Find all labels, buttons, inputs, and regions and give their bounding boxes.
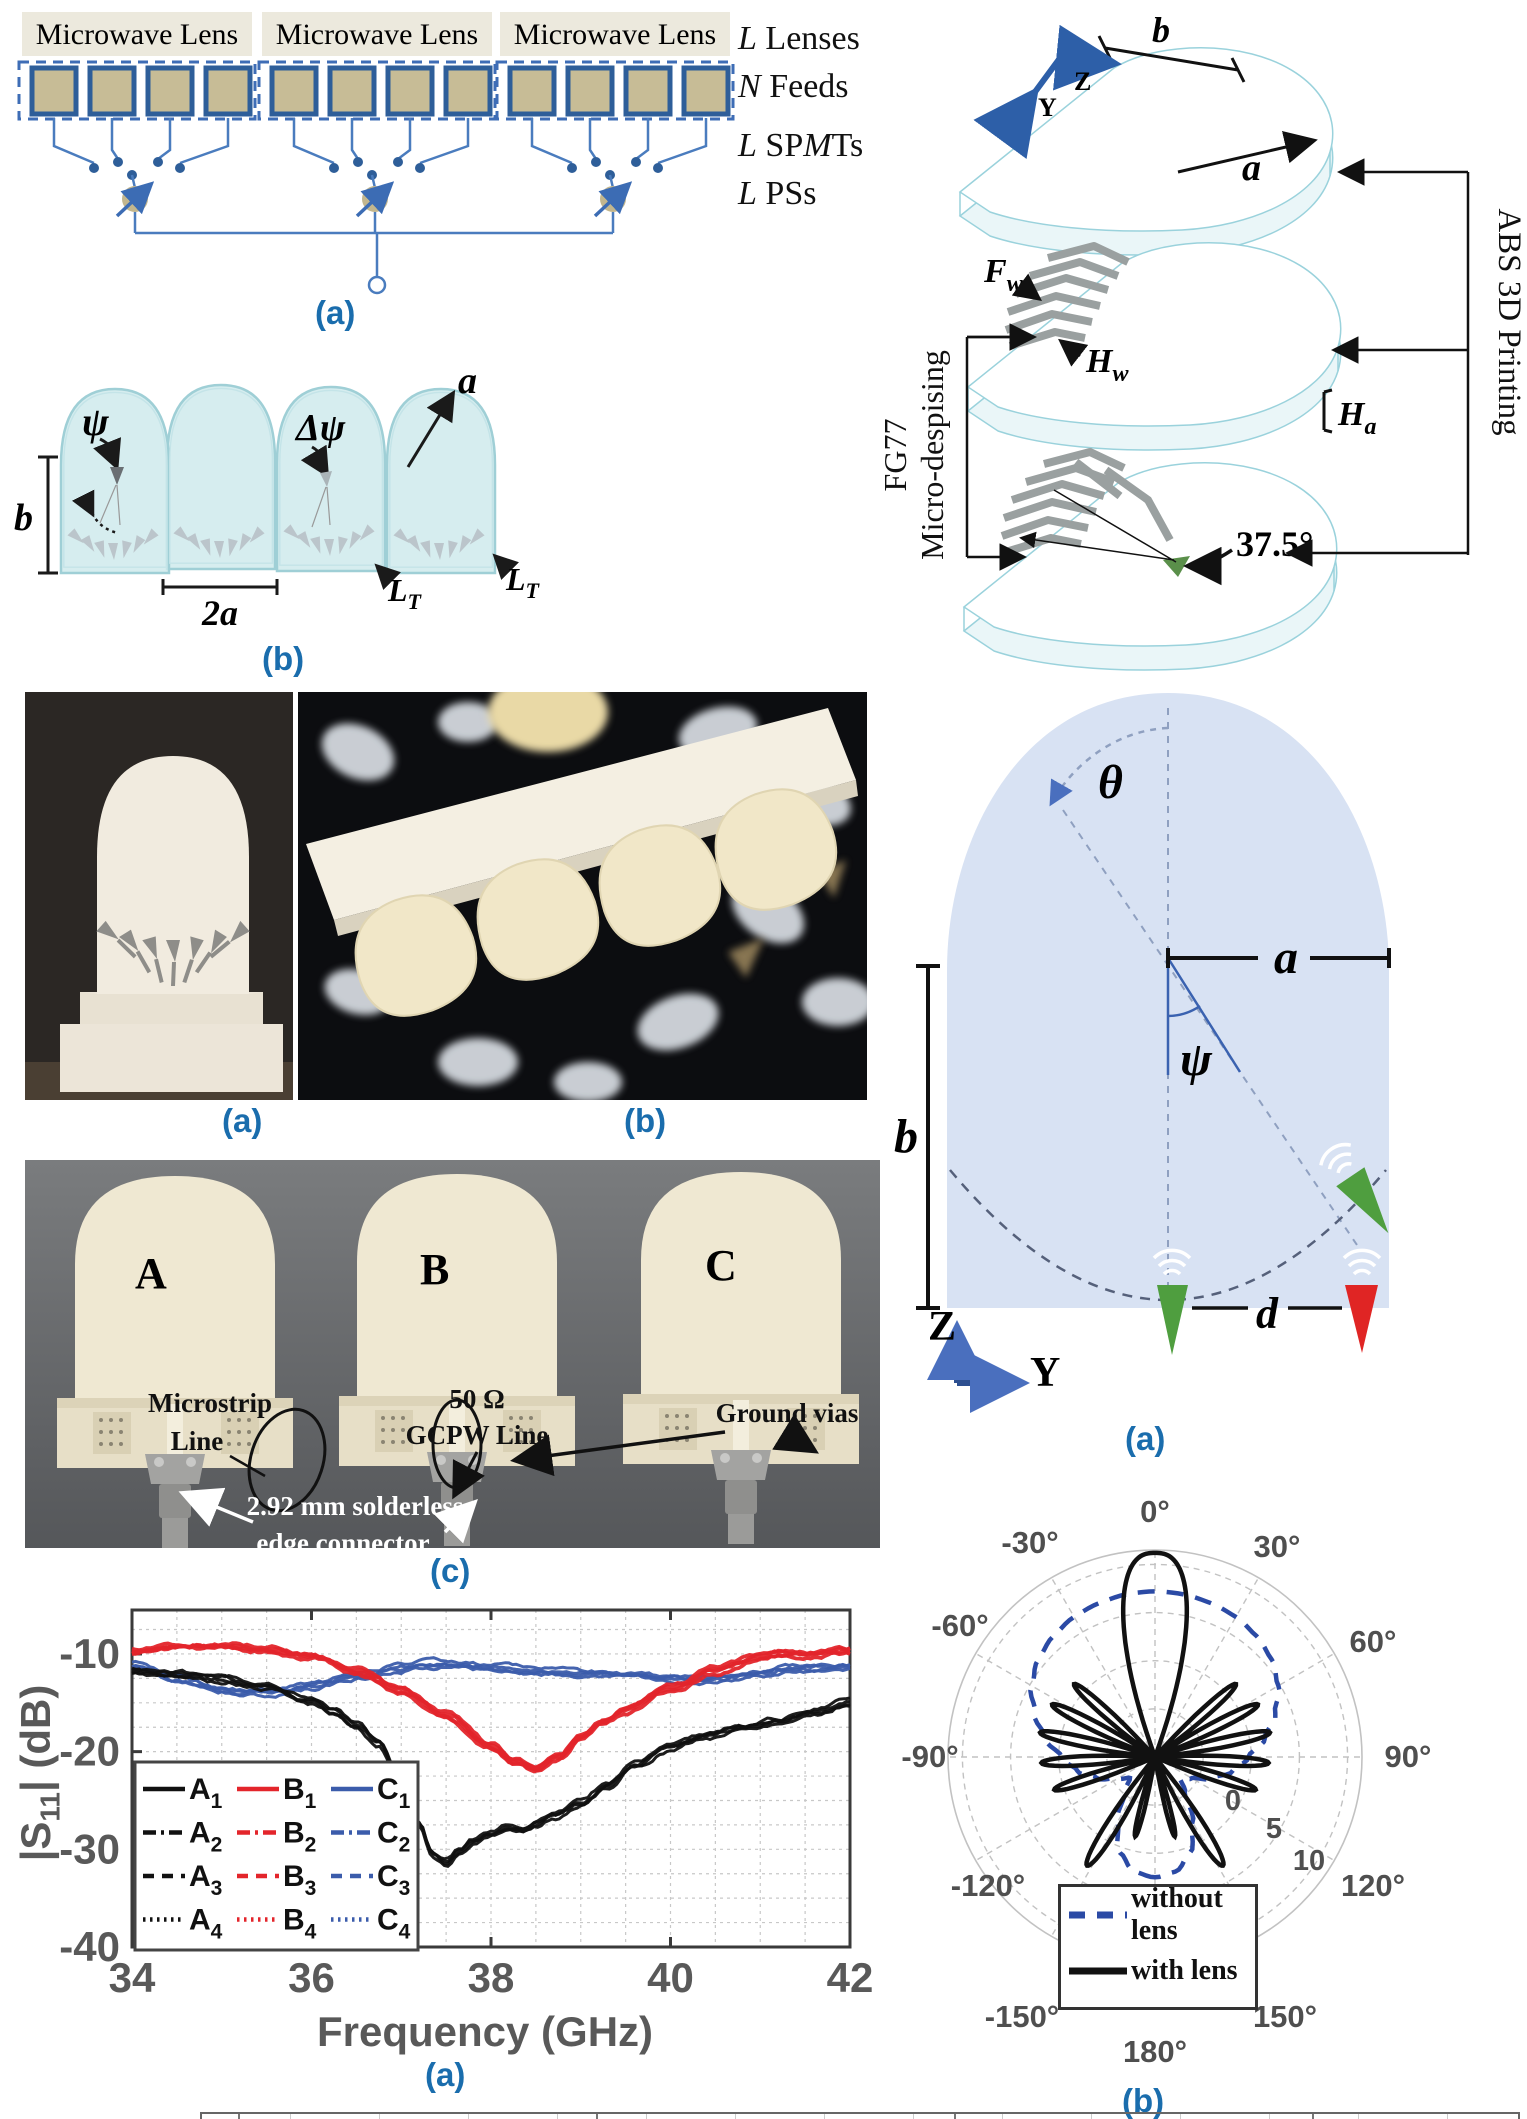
- caption-lens-geometry: (a): [1125, 1420, 1166, 1457]
- count-feeds-label: N Feeds: [738, 68, 849, 105]
- svg-text:30°: 30°: [1254, 1529, 1301, 1564]
- svg-text:-60°: -60°: [931, 1608, 988, 1643]
- disc-middle: [967, 243, 1342, 451]
- svg-text:-40: -40: [59, 1923, 120, 1970]
- svg-text:GCPW Line: GCPW Line: [406, 1420, 549, 1450]
- photo-three-antennas: A B C Microstrip Line 50 Ω GCPW Line Gro…: [25, 1160, 880, 1548]
- count-lenses-label: L Lenses: [738, 20, 860, 57]
- svg-text:60°: 60°: [1350, 1624, 1397, 1659]
- svg-text:Line: Line: [171, 1426, 224, 1456]
- count-pss-label: L PSs: [738, 175, 817, 212]
- svg-text:34: 34: [109, 1954, 156, 2001]
- caption-photo-antennas: (c): [430, 1552, 471, 1589]
- svg-text:-10: -10: [59, 1630, 120, 1677]
- dim-2a-label: 2a: [201, 593, 238, 633]
- caption-lens-array: (b): [262, 640, 305, 677]
- caption-photo-row: (b): [624, 1102, 667, 1139]
- svg-text:-30: -30: [59, 1825, 120, 1872]
- s11-ylabel: |S11| (dB): [12, 1684, 66, 1862]
- gcpw-ellipse: [431, 1398, 483, 1490]
- feed-marker-scanned: [1314, 1137, 1389, 1234]
- photo-lens-row: [298, 692, 867, 1100]
- lens-label-1: Microwave Lens: [36, 18, 238, 51]
- lt-label-1: LT: [387, 572, 423, 614]
- ground-vias-label: Ground vias: [716, 1398, 859, 1428]
- svg-text:36: 36: [288, 1954, 335, 2001]
- combiner-network: [135, 231, 613, 295]
- svg-text:10: 10: [1293, 1845, 1325, 1877]
- s11-xlabel: Frequency (GHz): [316, 2008, 654, 2055]
- psi-2d-label: ψ: [1180, 1033, 1213, 1086]
- axis-y-2d: Y: [1030, 1350, 1060, 1396]
- printed-feed-array: [96, 920, 250, 986]
- radius-a-3d-label: a: [1242, 147, 1261, 189]
- svg-text:5: 5: [1266, 1813, 1282, 1845]
- ha-label: Ha: [1337, 396, 1376, 440]
- svg-text:edge connector: edge connector: [256, 1528, 429, 1548]
- radius-a-label: a: [458, 360, 477, 402]
- feed-marker-off: [1342, 1248, 1382, 1353]
- axis-y-label: Y: [1038, 93, 1057, 122]
- b-2d-label: b: [894, 1110, 918, 1163]
- antenna-a-label: A: [135, 1249, 167, 1298]
- lens-array-diagram: ψ Δψ a b 2a LT LT: [14, 360, 541, 633]
- svg-text:90°: 90°: [1385, 1739, 1432, 1774]
- a-2d-label: a: [1274, 931, 1298, 984]
- connector-label: 2.92 mm solderless: [247, 1491, 464, 1521]
- svg-text:150°: 150°: [1253, 1999, 1317, 2034]
- lens-3d-exploded: b Z Y a Fw Hw Ha 37.5°: [959, 10, 1470, 671]
- fabrication-note-right: ABS 3D Printing: [1491, 208, 1527, 436]
- svg-text:120°: 120°: [1341, 1868, 1405, 1903]
- feed-marker-center: [1152, 1248, 1192, 1355]
- svg-text:-150°: -150°: [985, 1999, 1059, 2034]
- svg-text:180°: 180°: [1123, 2034, 1187, 2069]
- axis-z-2d: Z: [928, 1304, 956, 1350]
- polar-legend: without lens with lens: [1058, 1883, 1258, 2010]
- count-spmts-label: L SPMTs: [738, 127, 864, 164]
- antenna-c-label: C: [705, 1241, 737, 1290]
- antenna-b-label: B: [420, 1245, 449, 1294]
- lens-geometry-diagram: θ ψ a b d Z Y: [894, 693, 1391, 1413]
- svg-text:-120°: -120°: [951, 1868, 1025, 1903]
- polar-pattern-chart: 0° 30° 60° 90° 120° 150° 180° -150° -120° -90° -60…: [901, 1494, 1432, 2069]
- theta-label: θ: [1098, 756, 1123, 809]
- lt-label-2: LT: [505, 561, 541, 603]
- delta-psi-label: Δψ: [294, 407, 346, 449]
- fw-label: Fw: [983, 253, 1024, 297]
- svg-text:0: 0: [1225, 1785, 1241, 1817]
- svg-text:-30°: -30°: [1001, 1525, 1058, 1560]
- svg-text:38: 38: [468, 1954, 515, 2001]
- microstrip-ellipse: [247, 1407, 327, 1513]
- svg-text:-90°: -90°: [901, 1739, 958, 1774]
- feed-network-diagram: Microwave Lens Microwave Lens Microwave …: [17, 12, 735, 295]
- disc-top: [959, 47, 1334, 256]
- hw-label: Hw: [1085, 343, 1129, 387]
- legend-with-lens: with lens: [1131, 1955, 1238, 1986]
- psi-label: ψ: [82, 399, 109, 444]
- dim-b-label: b: [1152, 10, 1170, 50]
- caption-feed-network: (a): [315, 294, 356, 331]
- lens-label-boxes: Microwave Lens Microwave Lens Microwave …: [22, 12, 730, 56]
- lens-label-3: Microwave Lens: [514, 18, 716, 51]
- table-top-edge: [200, 2112, 1520, 2119]
- printed-bar: [306, 708, 856, 920]
- caption-photo-lens: (a): [222, 1102, 263, 1139]
- svg-text:-20: -20: [59, 1728, 120, 1775]
- caption-s11: (a): [425, 2056, 466, 2093]
- photo-printed-lens: [25, 692, 293, 1100]
- angle-37-5-label: 37.5°: [1236, 524, 1313, 564]
- axis-z-label: Z: [1074, 67, 1091, 96]
- microstrip-line-label: Microstrip: [148, 1388, 272, 1418]
- svg-text:40: 40: [647, 1954, 694, 2001]
- legend-without-lens: without lens: [1131, 1883, 1223, 1946]
- svg-text:42: 42: [827, 1954, 874, 2001]
- disc-bottom: [963, 452, 1338, 671]
- svg-text:0°: 0°: [1140, 1494, 1170, 1529]
- d-label: d: [1256, 1289, 1279, 1338]
- height-b-label: b: [14, 497, 33, 539]
- lens-label-2: Microwave Lens: [276, 18, 478, 51]
